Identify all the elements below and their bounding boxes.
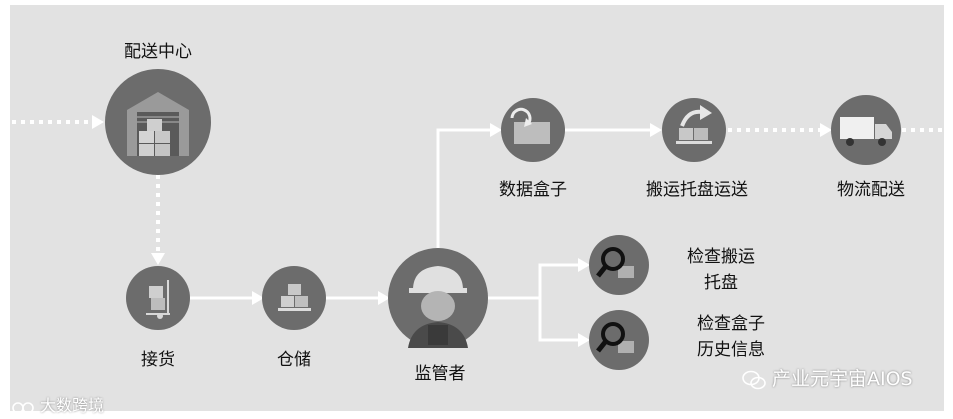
data-box-label: 数据盒子 — [499, 180, 567, 200]
source-logo-text: 大数跨境 — [40, 396, 105, 415]
distribution-center-node — [105, 69, 211, 175]
warehousing-label: 仓储 — [277, 350, 311, 370]
move-pallet-node — [662, 98, 726, 162]
branch-to-check-pallet-arrowhead — [578, 258, 590, 272]
distribution-center-label: 配送中心 — [124, 42, 192, 62]
wechat-watermark: 产业元宇宙AIOS — [742, 364, 913, 391]
branch-to-check-history-connector — [538, 298, 578, 342]
receiving-node — [126, 266, 190, 330]
source-watermark: 大数跨境 — [10, 392, 104, 416]
supervisor-node — [388, 248, 488, 348]
check-history-node — [589, 310, 649, 370]
pallet-to-logistics-arrowhead — [820, 123, 832, 137]
dc-to-receiving-arrowhead — [151, 253, 165, 265]
warehousing-to-supervisor-arrowhead — [378, 291, 390, 305]
supervisor-to-databox-arrowhead — [490, 123, 502, 137]
databox-to-pallet-arrowhead — [650, 123, 662, 137]
check-pallet-label: 检查搬运 托盘 — [687, 247, 755, 293]
move-pallet-label: 搬运托盘运送 — [646, 180, 748, 200]
branch-to-check-history-arrowhead — [578, 333, 590, 347]
hand-truck-icon — [146, 280, 170, 319]
wechat-account-text: 产业元宇宙AIOS — [772, 368, 913, 390]
warehouse-icon — [127, 92, 189, 156]
check-history-label: 检查盒子 历史信息 — [697, 314, 765, 360]
refresh-box-icon — [510, 107, 550, 144]
branch-to-check-pallet-connector — [538, 263, 578, 298]
wechat-icon — [742, 370, 766, 390]
check-pallet-node — [589, 235, 649, 295]
warehousing-node — [262, 266, 326, 330]
logistics-label: 物流配送 — [837, 180, 905, 200]
data-box-node — [501, 98, 565, 162]
truck-icon — [840, 117, 892, 146]
source-logo-icon — [10, 399, 36, 415]
magnifier-icon — [596, 247, 634, 278]
receiving-to-warehousing-arrowhead — [252, 291, 264, 305]
worker-icon — [408, 266, 468, 348]
logistics-node — [831, 95, 901, 165]
incoming-arrowhead — [92, 115, 104, 129]
receiving-label: 接货 — [141, 350, 175, 370]
supervisor-to-databox-connector — [436, 128, 490, 248]
stacked-boxes-icon — [278, 284, 311, 311]
pallet-arrow-icon — [676, 105, 712, 144]
magnifier-icon — [596, 322, 634, 353]
supervisor-label: 监管者 — [414, 364, 466, 384]
